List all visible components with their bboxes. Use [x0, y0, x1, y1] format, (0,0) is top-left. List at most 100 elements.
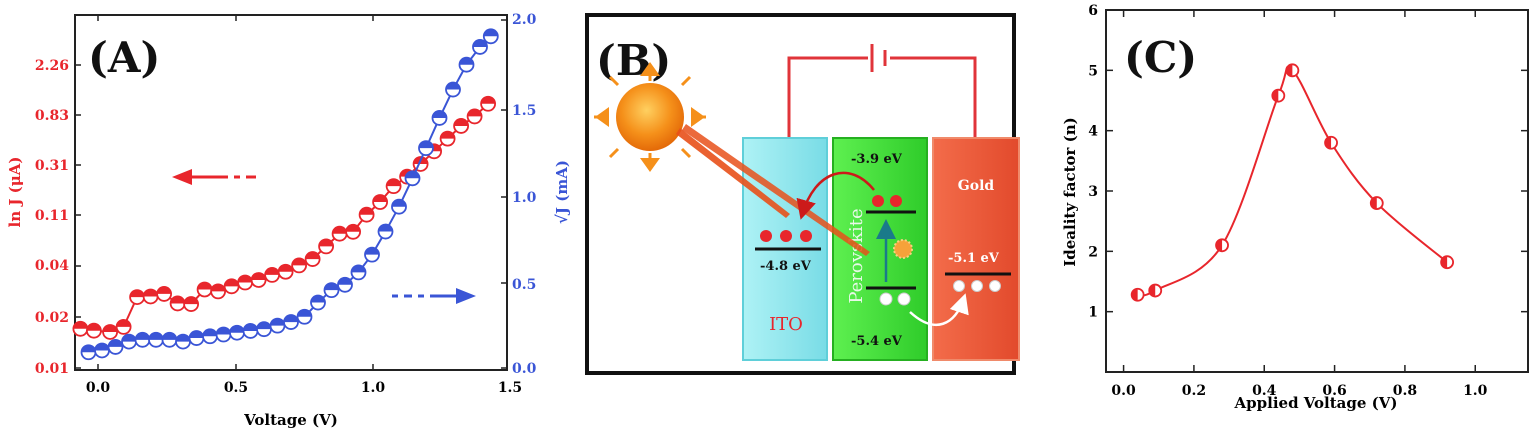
chart-c-y-tick: 6 — [1088, 3, 1098, 19]
data-point-ideality — [1148, 283, 1163, 298]
chart-c-y-tick: 2 — [1088, 244, 1098, 260]
data-point-sqrtj — [283, 314, 299, 330]
data-point-ideality — [1130, 287, 1145, 302]
data-point-sqrtj — [229, 324, 245, 341]
data-point-lnj — [223, 278, 240, 295]
circuit-wire — [787, 56, 977, 138]
light-beam — [676, 128, 790, 218]
data-point-lnj — [196, 281, 213, 298]
data-point-sqrtj — [337, 276, 353, 293]
energy-label: -5.1 eV — [948, 251, 1000, 266]
data-point-lnj — [250, 272, 267, 288]
data-point-lnj — [156, 286, 173, 302]
data-point-sqrtj — [161, 331, 178, 348]
data-point-sqrtj — [445, 81, 461, 98]
hole-transfer-arrow — [909, 293, 969, 327]
data-point-sqrtj — [431, 110, 448, 126]
energy-label: -3.9 eV — [851, 152, 903, 167]
data-point-lnj — [129, 289, 146, 305]
chart-c-plot-area — [1130, 63, 1455, 302]
data-point-sqrtj — [404, 170, 421, 187]
data-point-lnj — [439, 130, 456, 147]
chart-a-x-axis: 0.0 0.5 1.0 1.5 — [86, 15, 522, 396]
chart-a-panel-label: (A) — [88, 33, 160, 82]
chart-c-x-tick: 0.0 — [1111, 383, 1136, 399]
data-point-lnj — [385, 178, 402, 195]
data-point-sqrtj — [391, 198, 407, 215]
chart-c-y-tick: 4 — [1088, 124, 1098, 140]
chart-a-ylabel-left: ln J (μA) — [6, 157, 24, 228]
data-point-lnj — [453, 118, 470, 134]
chart-c-x-tick: 0.2 — [1182, 383, 1206, 399]
chart-a-ylabel-right: √J (mA) — [553, 160, 571, 224]
chart-c-x-tick: 0.4 — [1252, 383, 1277, 399]
data-point-lnj — [358, 206, 375, 223]
chart-a-left-arrow — [172, 169, 256, 185]
data-point-lnj — [277, 263, 294, 280]
data-point-lnj — [372, 194, 389, 210]
data-point-lnj — [345, 223, 362, 240]
chart-a-left-tick: 0.83 — [35, 108, 69, 124]
data-point-sqrtj — [418, 140, 434, 157]
data-point-ideality — [1440, 255, 1455, 270]
electrons — [760, 195, 902, 242]
data-point-lnj — [102, 324, 118, 340]
data-point-sqrtj — [323, 282, 340, 299]
chart-a-left-tick: 2.26 — [35, 58, 69, 74]
chart-a-left-axis: 0.01 0.02 0.04 0.11 0.31 0.83 2.26 — [35, 58, 81, 377]
data-point-ideality — [1285, 63, 1300, 78]
data-point-ideality — [1271, 88, 1286, 103]
data-point-sqrtj — [458, 56, 475, 73]
data-point-sqrtj — [350, 264, 367, 281]
battery-icon — [870, 44, 887, 72]
data-point-sqrtj — [80, 344, 97, 361]
chart-a-x-tick: 1.5 — [498, 380, 522, 396]
data-point-sqrtj — [215, 326, 232, 343]
diagram-b: (B) ITO Perovskite Gold — [585, 13, 1020, 375]
data-point-sqrtj — [94, 342, 110, 359]
diagram-b-panel-label: (B) — [596, 36, 671, 85]
data-point-lnj — [142, 288, 159, 305]
gold-label: Gold — [958, 178, 995, 194]
data-point-lnj — [169, 295, 186, 312]
data-point-lnj — [237, 274, 254, 291]
chart-c-ylabel: Ideality factor (n) — [1061, 117, 1079, 267]
data-point-sqrtj — [482, 28, 499, 45]
chart-c-y-tick: 5 — [1088, 63, 1098, 79]
chart-a-right-tick: 2.0 — [512, 12, 537, 28]
data-point-lnj — [304, 251, 321, 267]
data-point-sqrtj — [472, 39, 488, 55]
chart-a-left-tick: 0.02 — [35, 310, 69, 326]
electron-transfer-arrow — [796, 171, 875, 220]
chart-a-xlabel: Voltage (V) — [243, 411, 338, 429]
data-point-ideality — [1369, 196, 1384, 210]
chart-a-right-axis: 0.0 0.5 1.0 1.5 2.0 — [501, 12, 537, 377]
chart-a-plot-area — [72, 28, 499, 361]
chart-a-left-tick: 0.04 — [35, 258, 69, 274]
data-point-lnj — [86, 322, 102, 339]
data-point-lnj — [264, 267, 281, 283]
data-point-sqrtj — [377, 223, 394, 240]
gold-layer: Gold — [932, 137, 1020, 361]
chart-a-left-tick: 0.11 — [35, 208, 69, 224]
data-point-sqrtj — [107, 339, 124, 355]
chart-a-right-tick: 1.0 — [512, 190, 537, 206]
chart-a-x-tick: 0.0 — [86, 380, 111, 396]
data-point-lnj — [210, 283, 227, 300]
data-point-lnj — [183, 296, 200, 312]
ito-label: ITO — [769, 314, 803, 335]
holes — [879, 280, 1001, 306]
chart-a-frame — [74, 14, 508, 371]
energy-label: -4.8 eV — [760, 259, 812, 274]
data-point-sqrtj — [296, 308, 313, 325]
chart-a-right-tick: 1.5 — [512, 103, 536, 119]
series-line-ideality — [1137, 65, 1448, 297]
data-point-lnj — [115, 318, 132, 335]
data-point-sqrtj — [202, 328, 218, 345]
data-point-lnj — [331, 225, 348, 242]
data-point-sqrtj — [364, 246, 380, 263]
series-line-sqrtj — [88, 35, 492, 354]
chart-c-x-tick: 0.8 — [1393, 383, 1417, 399]
